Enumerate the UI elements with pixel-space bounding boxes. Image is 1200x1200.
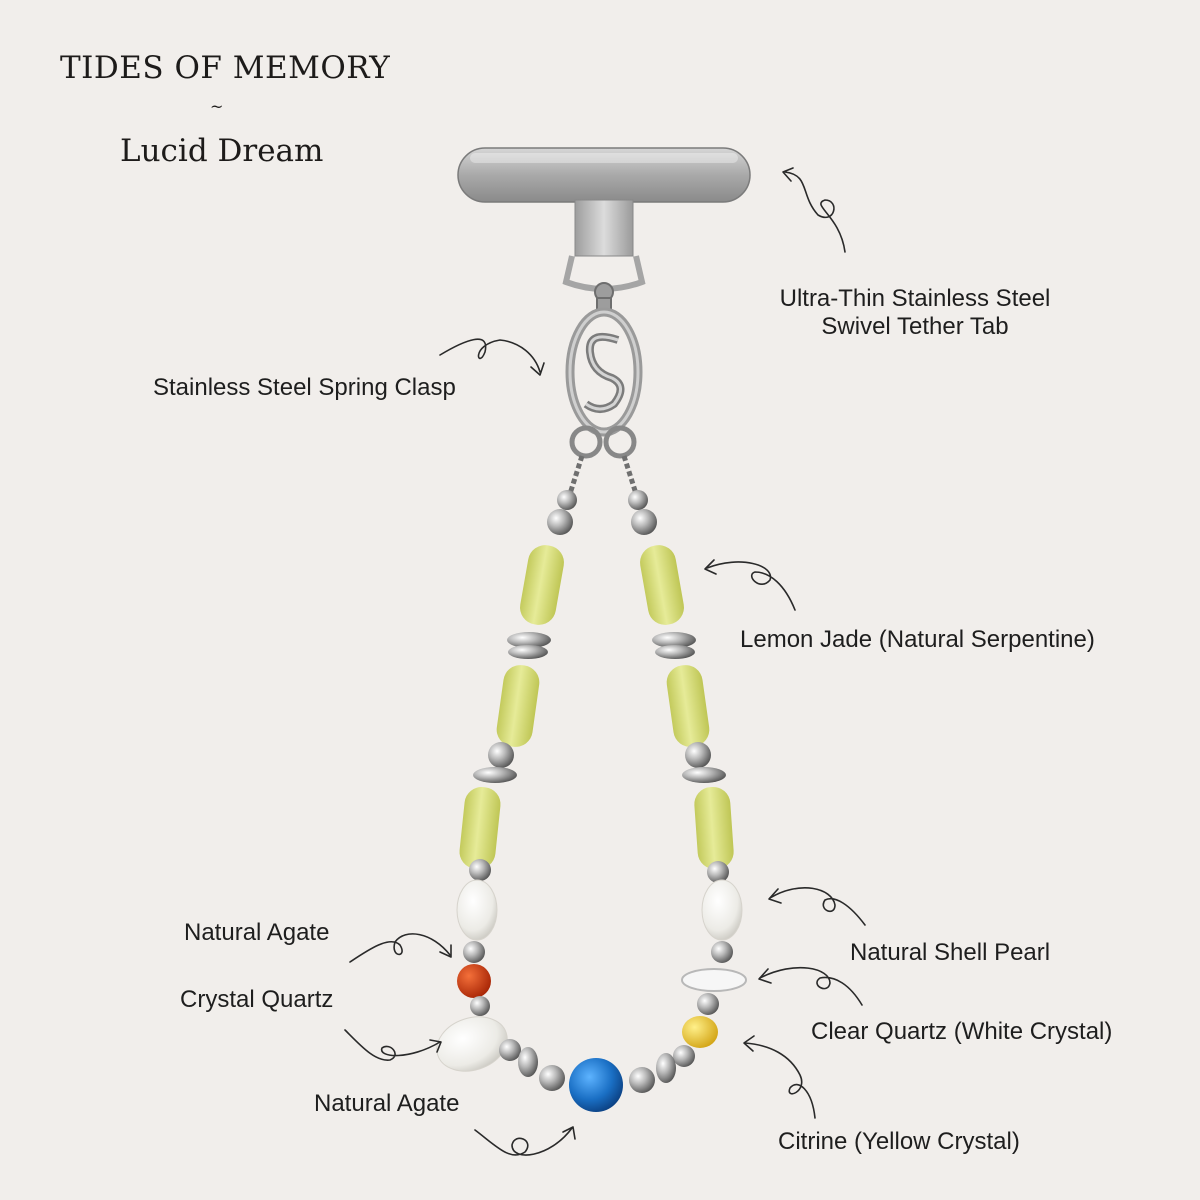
shell-pearl-label: Natural Shell Pearl	[850, 939, 1051, 966]
right-strand	[628, 490, 747, 1093]
spring-clasp-label: Stainless Steel Spring Clasp	[153, 374, 456, 401]
natural-agate-top-label: Natural Agate	[184, 919, 330, 946]
citrine-label: Citrine (Yellow Crystal)	[778, 1128, 1020, 1155]
crystal-quartz-bead	[436, 1016, 508, 1072]
title-separator: ~	[210, 97, 224, 116]
curly-arrow-icon	[704, 559, 796, 611]
natural-agate-blue-bead	[569, 1058, 623, 1112]
product-name: Lucid Dream	[120, 133, 324, 169]
clear-quartz-bead	[681, 968, 747, 992]
citrine-bead	[682, 1016, 718, 1048]
curly-arrow-icon	[758, 966, 863, 1006]
curly-arrow-icon	[768, 886, 866, 926]
natural-agate-red-bead	[457, 964, 491, 998]
tether-tab-label: Ultra-Thin Stainless Steel Swivel Tether…	[760, 285, 1070, 341]
curly-arrow-icon	[782, 167, 846, 253]
tether-tab-label-line2: Swivel Tether Tab	[821, 313, 1009, 340]
natural-agate-bottom-label: Natural Agate	[314, 1090, 460, 1117]
spring-clasp	[562, 255, 646, 501]
left-strand	[436, 490, 577, 1091]
curly-arrow-icon	[344, 1029, 442, 1061]
crystal-quartz-label: Crystal Quartz	[180, 986, 334, 1013]
tether-tab-label-line1: Ultra-Thin Stainless Steel	[779, 285, 1051, 312]
natural-shell-pearl-bead	[701, 879, 743, 941]
curly-arrow-icon	[743, 1035, 816, 1119]
tether-tab	[457, 147, 751, 257]
curly-arrow-icon	[439, 338, 545, 376]
clear-quartz-label: Clear Quartz (White Crystal)	[811, 1018, 1113, 1045]
brand-title: TIDES OF MEMORY	[60, 50, 391, 86]
lemon-jade-label: Lemon Jade (Natural Serpentine)	[740, 626, 1095, 653]
curly-arrow-icon	[474, 1126, 576, 1156]
curly-arrow-icon	[349, 933, 452, 963]
